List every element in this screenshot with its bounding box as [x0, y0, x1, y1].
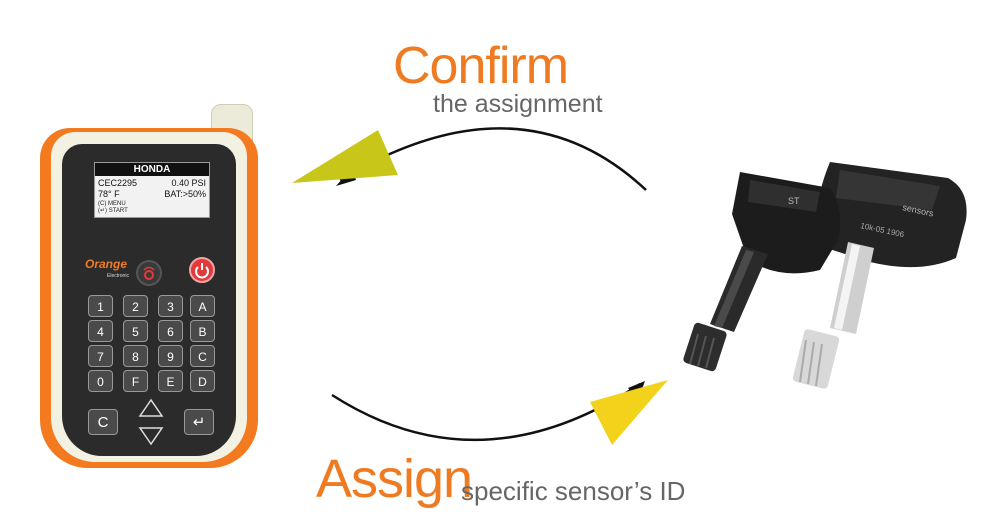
assign-arrow [331, 382, 641, 442]
enter-icon: ↵ [192, 414, 206, 431]
nav-arrows [138, 398, 164, 446]
key-1[interactable]: 1 [88, 295, 113, 317]
screen-header: HONDA [95, 163, 209, 176]
key-7[interactable]: 7 [88, 345, 113, 367]
device-screen: HONDA CEC2295 0.40 PSI 78° F BAT:>50% (C… [94, 162, 210, 218]
up-arrow-icon [138, 398, 164, 417]
brand-logo-text: Orange [85, 257, 128, 271]
tpms-sensors: sensors 10k-05 1906 ST [683, 162, 967, 389]
enter-button[interactable]: ↵ [184, 409, 214, 435]
key-e[interactable]: E [158, 370, 183, 392]
key-2[interactable]: 2 [123, 295, 148, 317]
menu-c-button[interactable]: C [88, 409, 118, 435]
key-c-hex[interactable]: C [190, 345, 215, 367]
key-3[interactable]: 3 [158, 295, 183, 317]
power-button[interactable] [189, 257, 215, 283]
screen-temperature: 78° F [98, 189, 120, 199]
key-8[interactable]: 8 [123, 345, 148, 367]
screen-sensor-id: CEC2295 [98, 178, 138, 188]
down-arrow-icon [138, 427, 164, 446]
confirm-pointer [292, 130, 398, 183]
screen-menu-hint: (C) MENU [98, 201, 126, 207]
keypad: 1 2 3 A 4 5 6 B 7 8 9 C 0 F E D [88, 295, 218, 395]
key-4[interactable]: 4 [88, 320, 113, 342]
key-d[interactable]: D [190, 370, 215, 392]
screen-start-hint: (↵) START [98, 208, 128, 214]
key-5[interactable]: 5 [123, 320, 148, 342]
key-6[interactable]: 6 [158, 320, 183, 342]
key-0[interactable]: 0 [88, 370, 113, 392]
sensor-left-label: ST [788, 196, 800, 206]
assign-subtitle: specific sensor’s ID [461, 476, 686, 506]
sensor-icon [143, 266, 155, 280]
screen-pressure: 0.40 PSI [171, 178, 206, 188]
confirm-title: Confirm [393, 37, 569, 95]
assign-pointer [590, 380, 668, 445]
sensor-trigger-button[interactable] [136, 260, 162, 286]
key-a[interactable]: A [190, 295, 215, 317]
black-valve-cap [683, 322, 727, 372]
screen-battery: BAT:>50% [164, 189, 206, 199]
brand-logo: Orange Electronic [85, 257, 129, 283]
key-f[interactable]: F [123, 370, 148, 392]
confirm-subtitle: the assignment [433, 90, 603, 118]
assign-title: Assign [316, 449, 473, 509]
power-icon [195, 263, 209, 279]
brand-logo-subtext: Electronic [107, 273, 129, 279]
key-9[interactable]: 9 [158, 345, 183, 367]
key-b[interactable]: B [190, 320, 215, 342]
